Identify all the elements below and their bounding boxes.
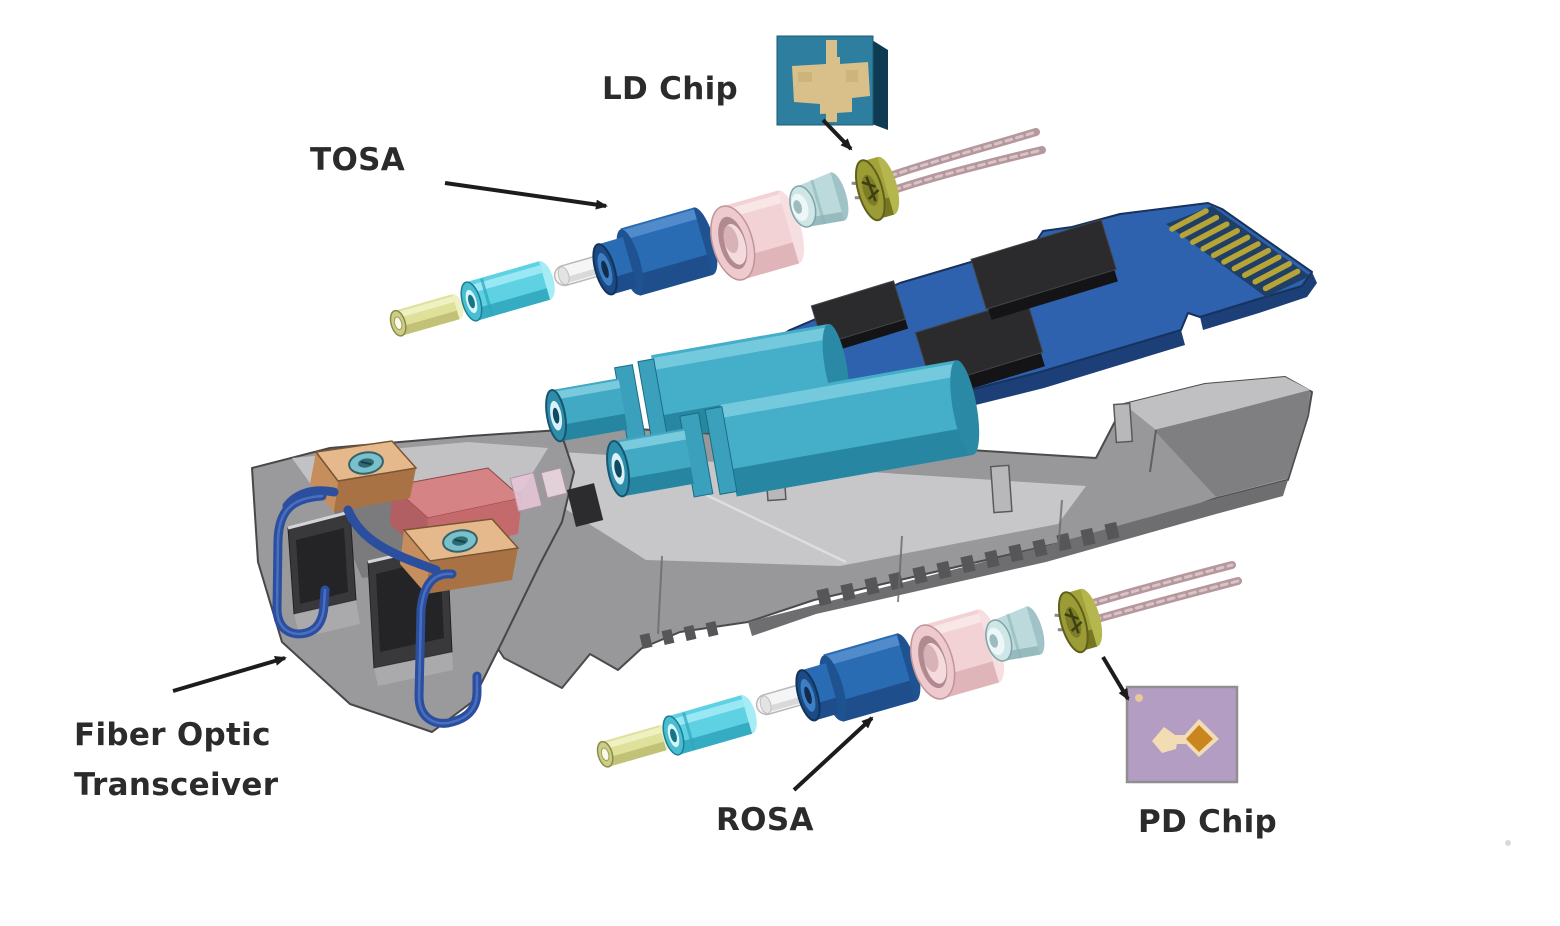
housing-serrations <box>639 521 1120 649</box>
osa-barrel-lower <box>606 360 980 498</box>
clip-screw <box>348 451 384 475</box>
ld-chip-image <box>776 35 888 130</box>
bail-wire <box>272 486 482 728</box>
rosa-label: ROSA <box>716 802 814 838</box>
stray-speck <box>1505 840 1511 846</box>
tosa-wires <box>886 128 1046 194</box>
rosa-arrow <box>792 716 874 792</box>
pd-chip-label: PD Chip <box>1138 804 1277 840</box>
transceiver-arrow <box>172 656 287 693</box>
fiber-optic-transceiver-label-line2: Transceiver <box>74 767 279 803</box>
rosa-sleeve-cyan <box>657 691 763 759</box>
fiber-optic-transceiver-label-line1: Fiber Optic <box>74 717 271 753</box>
clip-screw <box>442 529 478 553</box>
pd-chip-arrow <box>1101 655 1130 701</box>
rosa-wires <box>1086 561 1242 624</box>
pd-chip-image <box>1125 685 1239 784</box>
flex-circuit-bits <box>509 467 604 527</box>
ld-chip-arrow <box>821 118 853 151</box>
tosa-ferrule-yellow <box>387 291 467 339</box>
gold-edge-fingers <box>1166 206 1310 297</box>
tosa-label: TOSA <box>310 142 406 178</box>
rosa-tocan-header <box>1046 583 1110 659</box>
rosa-ferrule-yellow <box>594 722 674 770</box>
ld-chip-label: LD Chip <box>602 71 739 107</box>
front-connector-block <box>251 429 604 733</box>
tosa-tocan-header <box>843 151 907 227</box>
tosa-arrow <box>444 181 608 210</box>
housing-rear-bump-top <box>1124 377 1310 430</box>
housing-rear-bump-face <box>1154 390 1310 497</box>
latch-clip-front <box>310 440 418 512</box>
osa-barrel-upper <box>545 323 849 443</box>
tosa-parts-row <box>387 128 1046 339</box>
ic-chip-small <box>810 280 909 354</box>
tosa-sleeve-cyan <box>455 257 561 325</box>
ic-chip-large <box>970 218 1118 320</box>
tosa-barrel-blue <box>585 203 725 307</box>
fiber-optic-transceiver-label: Fiber Optic Transceiver <box>74 710 278 810</box>
rosa-barrel-blue <box>788 629 928 733</box>
rosa-parts-row <box>594 561 1242 770</box>
